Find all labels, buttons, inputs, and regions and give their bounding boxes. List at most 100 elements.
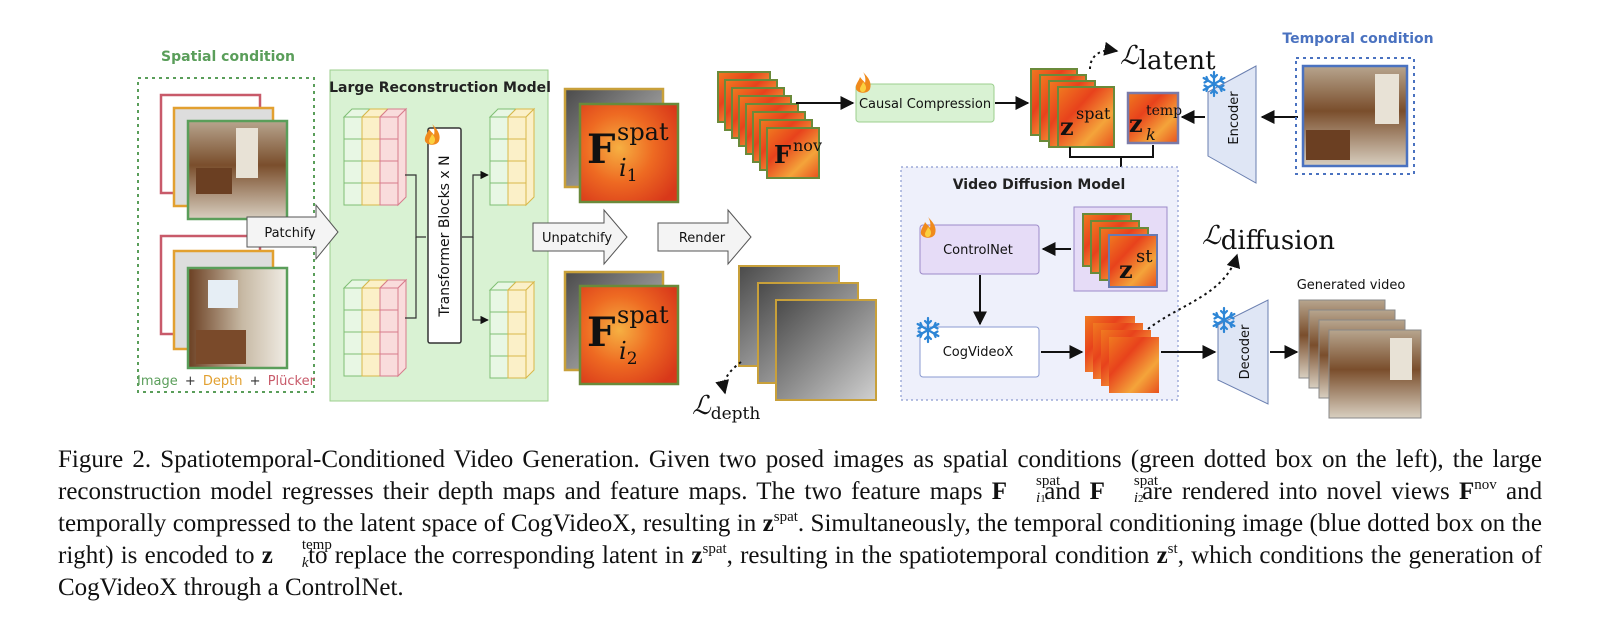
input-image-2-stack: [159, 234, 289, 370]
f-spat-2-base: F: [1089, 478, 1105, 505]
token-cell: [343, 287, 363, 311]
fnov-base: F: [774, 140, 791, 169]
token-cell: [343, 138, 363, 162]
vdm-title: Video Diffusion Model: [953, 177, 1126, 193]
token-cell: [507, 138, 527, 162]
token-cell: [343, 331, 363, 355]
token-cell: [489, 355, 509, 379]
f-spat-1-base: F: [991, 478, 1008, 505]
causal-compression-box: [855, 83, 995, 123]
lrm-title: Large Reconstruction Model: [329, 80, 551, 96]
legend-depth: Depth: [203, 374, 243, 389]
token-cell: [343, 160, 363, 184]
zspat-sup: spat: [1076, 104, 1111, 123]
z-spat-sup-2: spat: [702, 541, 727, 557]
svg-text:temp: temp: [1146, 103, 1182, 119]
f-spat-1-subnum: 1: [1040, 493, 1046, 505]
token-cell: [379, 182, 399, 206]
z-st-sup: st: [1167, 541, 1178, 557]
z-spat-base-1: z: [762, 510, 774, 537]
svg-text:F: F: [774, 140, 791, 169]
token-cell: [507, 311, 527, 335]
z-temp-base: z: [261, 542, 273, 569]
token-cell: [379, 160, 399, 184]
token-side-face: [525, 280, 535, 380]
token-cell: [379, 116, 399, 140]
f1-sub: i: [619, 154, 627, 182]
encoder-label: Encoder: [1227, 91, 1242, 145]
ztemp-base: z: [1129, 109, 1143, 138]
causal-compression-label: Causal Compression: [859, 97, 991, 112]
caption-part-3: and temporally compressed to the latent …: [58, 478, 1543, 537]
feature-map-1: F spat i1: [563, 87, 680, 204]
fnov-sup: nov: [793, 136, 822, 155]
unpatchify-arrow: Unpatchify: [532, 208, 628, 266]
token-cell: [507, 289, 527, 313]
caption-part-2: are rendered into novel views: [1142, 478, 1450, 505]
spatial-condition-title: Spatial condition: [161, 49, 295, 65]
token-cell: [507, 355, 527, 379]
spatial-condition-legend: Image + Depth + Plücker: [137, 374, 316, 389]
generated-video-label: Generated video: [1297, 278, 1406, 293]
caption-and: and: [1044, 478, 1081, 505]
input-image-1-stack: [159, 93, 289, 221]
token-side-face: [525, 107, 535, 207]
lrm-output-tokens-top: [488, 107, 536, 207]
svg-text:F: F: [587, 309, 615, 356]
token-cell: [489, 160, 509, 184]
svg-text:z: z: [1060, 112, 1074, 141]
f-spat-1-sup: spat: [1036, 473, 1061, 489]
z-st-stack: [1082, 213, 1158, 288]
token-side-face: [397, 107, 407, 207]
figure-caption: Figure 2. Spatiotemporal-Conditioned Vid…: [58, 444, 1542, 604]
cogvideox-label: CogVideoX: [943, 345, 1014, 360]
lrm-input-tokens-bottom: [342, 278, 408, 378]
token-cell: [343, 353, 363, 377]
legend-plus-2: +: [250, 374, 261, 389]
token-cell: [379, 309, 399, 333]
z-spat-stack: [1030, 68, 1115, 148]
z-temp-sup: temp: [301, 537, 332, 553]
token-cell: [361, 138, 381, 162]
encoder-trapezoid: [1207, 65, 1257, 184]
token-cell: [489, 289, 509, 313]
z-st-base: z: [1156, 542, 1168, 569]
svg-text:z: z: [1119, 255, 1133, 284]
f2-sub: i: [619, 337, 627, 365]
f2-sup: spat: [617, 301, 669, 329]
svg-text:spat: spat: [1076, 104, 1111, 123]
token-cell: [361, 160, 381, 184]
ztemp-sub: k: [1146, 125, 1156, 144]
ztemp-sup: temp: [1146, 103, 1182, 119]
f-nov-base: F: [1458, 478, 1475, 505]
token-cell: [343, 116, 363, 140]
token-cell: [489, 138, 509, 162]
caption-part-4: . Simultaneously, the temporal condition…: [58, 510, 1543, 569]
z-spat-base-2: z: [691, 542, 703, 569]
generated-video-stack: [1298, 299, 1422, 419]
temporal-condition-box: [1295, 57, 1415, 175]
transformer-block: [427, 127, 462, 344]
legend-image: Image: [137, 374, 178, 389]
svg-text:st: st: [1136, 246, 1153, 267]
legend-plus-1: +: [185, 374, 196, 389]
zspat-base: z: [1060, 112, 1074, 141]
patchify-arrow: Patchify: [246, 203, 339, 261]
caption-part-7: , which conditions the generation of Cog…: [58, 542, 1543, 601]
token-cell: [361, 287, 381, 311]
f1-base: F: [587, 126, 615, 173]
patchify-label: Patchify: [264, 226, 316, 241]
f1-subsub: 1: [627, 166, 638, 186]
f-nov-sup: nov: [1474, 477, 1497, 493]
svg-text:spat: spat: [617, 118, 669, 146]
token-cell: [489, 333, 509, 357]
token-cell: [379, 138, 399, 162]
token-cell: [343, 182, 363, 206]
svg-text:z: z: [1129, 109, 1143, 138]
token-cell: [379, 353, 399, 377]
diffusion-loss: ℒdiffusion: [1202, 221, 1335, 256]
temporal-condition-title: Temporal condition: [1282, 31, 1433, 47]
zst-sup: st: [1136, 246, 1153, 267]
f-spat-2-sub: i: [1133, 490, 1139, 506]
rendered-depth-stack: [738, 265, 877, 401]
